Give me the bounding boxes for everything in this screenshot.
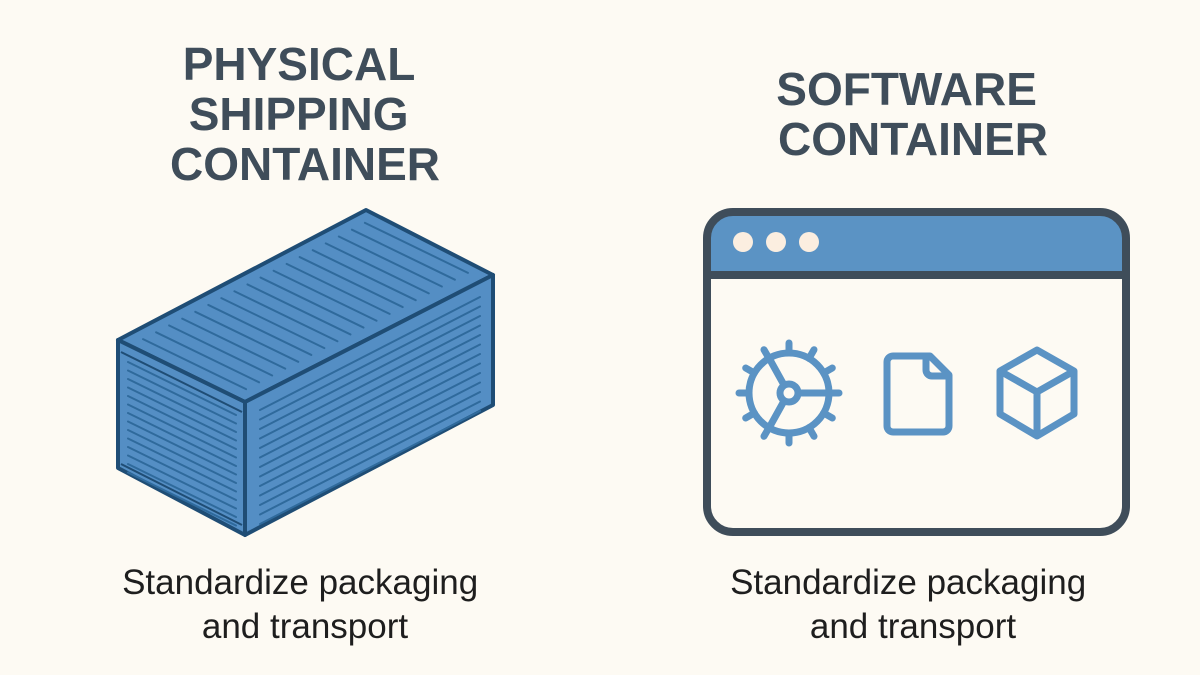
gear-tooth [820,409,836,422]
file-icon [883,352,953,436]
container-rib [194,310,300,363]
container-rib [259,372,481,487]
container-rib [127,395,237,450]
gear-tooth [760,424,773,440]
container-rib [259,334,481,449]
container-rib [127,412,237,467]
physical-container-title: PHYSICAL SHIPPING CONTAINER [170,38,440,190]
container-rib [259,410,481,525]
container-rib [272,269,378,322]
container-rib [181,317,287,370]
container-rib [168,324,274,377]
container-rib [127,403,237,459]
container-rib [127,437,237,493]
container-rib [324,242,430,295]
shipping-container-icon [116,208,495,537]
software-container-caption: Standardize packaging and transport [730,563,1096,646]
gear-tooth [742,409,758,422]
window-dot-icon [733,232,753,252]
container-rib [127,420,237,476]
gear-tooth [805,346,818,362]
container-rib [259,353,481,468]
browser-window-icon [703,208,1130,536]
container-rib [127,378,237,433]
container-rib [127,429,237,484]
container-rib [127,463,237,518]
container-rib [259,381,481,497]
gear-tooth [742,364,758,377]
door-frame-top [120,351,243,413]
container-rib [155,331,261,384]
container-rib [259,276,365,329]
container-rib [259,324,481,440]
container-rib [337,235,443,288]
container-rib [259,296,481,411]
container-rib [127,386,237,442]
container-rib [285,262,391,315]
container-rib [207,303,313,356]
container-rib [259,391,481,506]
gear-tooth [805,424,818,440]
container-rib [142,338,248,391]
window-frame [703,208,1130,536]
container-rib [259,315,481,430]
container-rib [259,400,481,516]
container-rib [233,290,339,343]
window-dot-icon [799,232,819,252]
container-rib [259,305,481,421]
container-rib [350,228,456,281]
physical-container-caption: Standardize packaging and transport [122,563,488,646]
container-rib [220,297,326,350]
window-dot-icon [766,232,786,252]
container-rib [311,249,417,302]
window-title-bar [707,212,1126,275]
container-rib [127,454,237,510]
gear-tooth [760,346,773,362]
container-rib [259,343,481,459]
cube-icon [996,346,1078,440]
container-rib [246,283,352,336]
container-rib [127,361,237,416]
container-rib [127,446,237,501]
container-rib [259,362,481,478]
container-rib [298,256,404,309]
gear-icon [735,339,843,447]
software-container-title: SOFTWARE CONTAINER [776,63,1049,165]
container-rib [127,471,237,527]
container-rib [127,369,237,425]
container-rib [363,221,469,274]
door-frame-bottom [120,463,243,526]
gear-tooth [820,364,836,377]
